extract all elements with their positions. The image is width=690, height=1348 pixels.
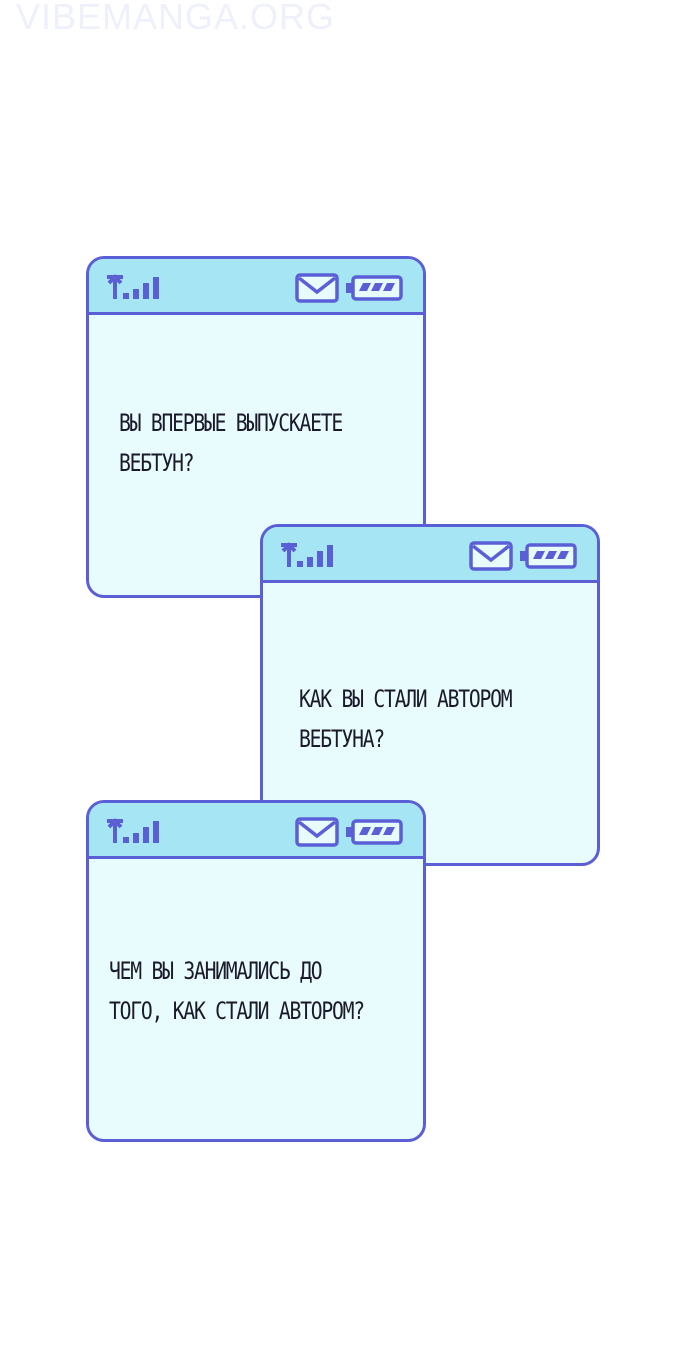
signal-icon bbox=[281, 542, 333, 567]
battery-icon bbox=[520, 543, 577, 569]
status-bar bbox=[263, 527, 597, 583]
phone-message-card-2: КАК ВЫ СТАЛИ АВТОРОМ ВЕБТУНА? bbox=[260, 524, 600, 866]
battery-icon bbox=[346, 819, 403, 845]
message-line: ВЕБТУН? bbox=[119, 449, 195, 477]
phone-message-card-3: ЧЕМ ВЫ ЗАНИМАЛИСЬ ДО ТОГО, КАК СТАЛИ АВТ… bbox=[86, 800, 426, 1142]
message-text: ЧЕМ ВЫ ЗАНИМАЛИСЬ ДО ТОГО, КАК СТАЛИ АВТ… bbox=[109, 951, 365, 1031]
mail-icon bbox=[469, 541, 513, 571]
signal-icon bbox=[107, 274, 159, 299]
signal-icon bbox=[107, 818, 159, 843]
message-text: КАК ВЫ СТАЛИ АВТОРОМ ВЕБТУНА? bbox=[299, 679, 513, 759]
phone-message-card-1: ВЫ ВПЕРВЫЕ ВЫПУСКАЕТЕ ВЕБТУН? bbox=[86, 256, 426, 598]
status-bar bbox=[89, 803, 423, 859]
mail-icon bbox=[295, 273, 339, 303]
message-line: ВЕБТУНА? bbox=[299, 725, 385, 753]
message-line: ЧЕМ ВЫ ЗАНИМАЛИСЬ ДО bbox=[109, 957, 323, 985]
mail-icon bbox=[295, 817, 339, 847]
message-line: КАК ВЫ СТАЛИ АВТОРОМ bbox=[299, 685, 513, 713]
message-line: ТОГО, КАК СТАЛИ АВТОРОМ? bbox=[109, 997, 365, 1025]
status-bar bbox=[89, 259, 423, 315]
message-line: ВЫ ВПЕРВЫЕ ВЫПУСКАЕТЕ bbox=[119, 409, 343, 437]
message-text: ВЫ ВПЕРВЫЕ ВЫПУСКАЕТЕ ВЕБТУН? bbox=[119, 403, 343, 483]
battery-icon bbox=[346, 275, 403, 301]
watermark: VIBEMANGA.ORG bbox=[16, 0, 336, 37]
